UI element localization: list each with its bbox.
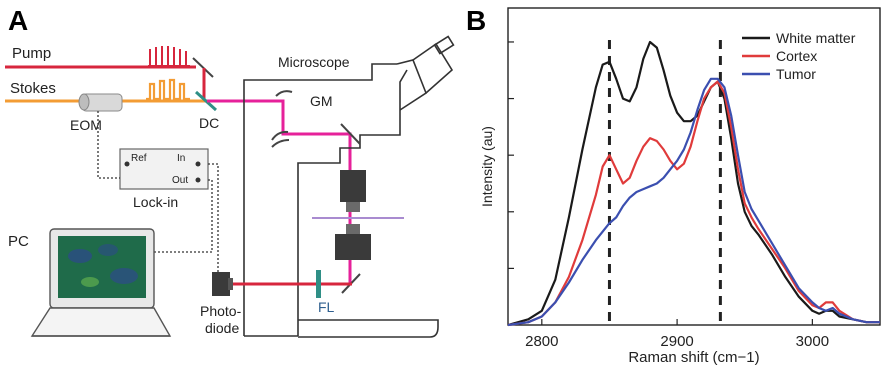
condenser-lens-icon xyxy=(335,224,371,260)
y-axis-label: Intensity (au) xyxy=(479,126,495,207)
x-tick-label-1: 2900 xyxy=(660,333,693,350)
photodiode-label-line1: Photo- xyxy=(200,303,242,319)
photodiode-label-line2: diode xyxy=(205,320,239,336)
panel-a: A Pump Stokes EOM DC xyxy=(5,5,455,338)
panel-b-letter: B xyxy=(466,5,486,36)
microscope-body xyxy=(243,35,455,338)
eom-label: EOM xyxy=(70,117,102,133)
gm-label: GM xyxy=(310,93,333,109)
pump-mirror xyxy=(192,57,214,78)
series-line-tumor xyxy=(507,77,880,327)
eom-icon xyxy=(78,93,123,112)
pump-label: Pump xyxy=(12,45,51,62)
pump-pulse-train-icon xyxy=(148,46,190,67)
x-tick-label-2: 3000 xyxy=(796,333,829,350)
legend-label-cortex: Cortex xyxy=(776,48,817,64)
series-line-white-matter xyxy=(507,40,880,327)
combined-beam xyxy=(207,99,352,161)
stokes-label: Stokes xyxy=(10,80,56,97)
microscope-mirror xyxy=(340,123,361,145)
dc-dichroic-mirror xyxy=(194,90,218,112)
signal-cables xyxy=(97,111,219,272)
legend-label-tumor: Tumor xyxy=(776,66,816,82)
galvo-mirror-icon xyxy=(271,90,293,148)
microscope-label: Microscope xyxy=(278,54,350,70)
lock-in-ref-label: Ref xyxy=(131,153,147,164)
pc-laptop-icon xyxy=(30,228,172,337)
plot-frame xyxy=(507,7,881,326)
lock-in-in-label: In xyxy=(177,153,185,164)
lock-in-out-label: Out xyxy=(172,175,188,186)
objective-lens-icon xyxy=(340,170,366,212)
x-axis-label: Raman shift (cm−1) xyxy=(628,349,759,366)
pc-label: PC xyxy=(8,233,29,250)
legend-label-white-matter: White matter xyxy=(776,30,856,46)
series-line-cortex xyxy=(507,80,880,327)
fl-label: FL xyxy=(318,299,335,315)
lock-in-box xyxy=(119,148,209,190)
stokes-pulse-train-icon xyxy=(146,78,190,101)
filter-icon xyxy=(316,270,321,298)
x-tick-label-0: 2800 xyxy=(525,333,558,350)
dc-label: DC xyxy=(199,115,219,131)
lock-in-label: Lock-in xyxy=(133,194,178,210)
photodiode-icon xyxy=(212,272,233,296)
panel-a-letter: A xyxy=(8,5,28,36)
